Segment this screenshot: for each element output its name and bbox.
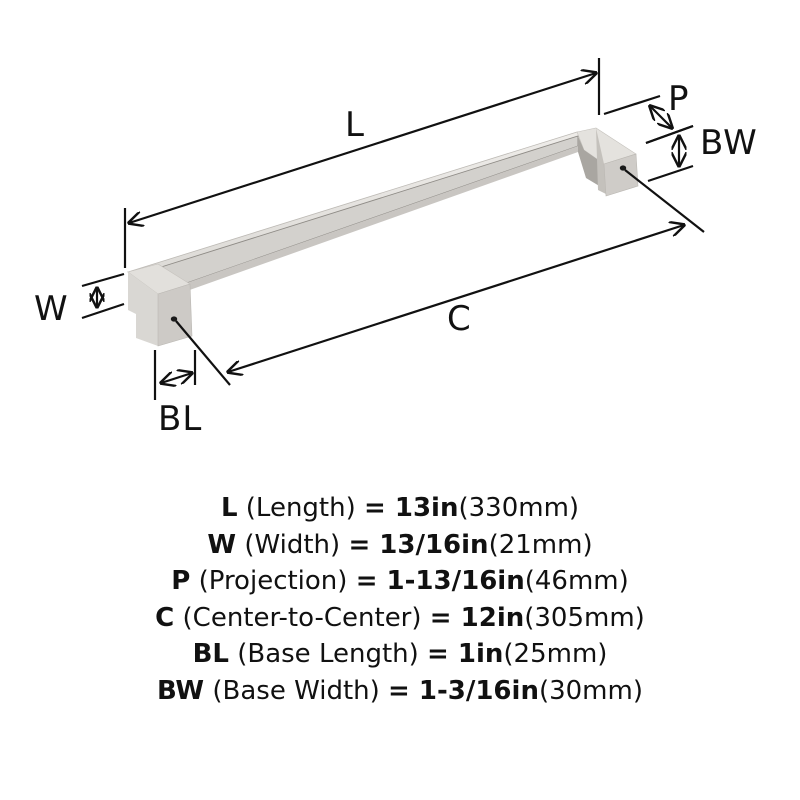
spec-metric: (46mm)	[524, 566, 629, 596]
label-P: P	[668, 79, 690, 119]
spec-center-to-center: C (Center-to-Center) = 12in(305mm)	[0, 600, 800, 637]
spec-name: (Width)	[236, 529, 349, 560]
spec-equals: =	[348, 529, 380, 560]
spec-imperial: 1in	[457, 639, 504, 669]
spec-equals: =	[364, 493, 395, 523]
dimension-diagram: L P BW W C BL	[34, 58, 758, 439]
spec-equals: =	[355, 566, 387, 596]
spec-metric: (30mm)	[538, 675, 643, 706]
label-W: W	[34, 289, 69, 329]
spec-abbr: BL	[192, 639, 229, 669]
handle-drawing	[81, 58, 705, 400]
spec-length: L (Length) = 13in(330mm)	[0, 490, 800, 527]
spec-equals: =	[427, 639, 458, 669]
label-C: C	[447, 299, 472, 339]
spec-name: (Center-to-Center)	[174, 602, 430, 633]
spec-metric: (330mm)	[458, 493, 580, 523]
spec-equals: =	[388, 675, 419, 706]
spec-abbr: L	[220, 493, 238, 523]
dimension-lines	[81, 58, 705, 400]
spec-imperial: 1-13/16in	[386, 566, 525, 596]
spec-imperial: 13/16in	[379, 529, 489, 560]
spec-width: W (Width) = 13/16in(21mm)	[0, 527, 800, 564]
spec-base-length: BL (Base Length) = 1in(25mm)	[0, 636, 800, 673]
spec-name: (Projection)	[190, 566, 356, 596]
spec-equals: =	[429, 602, 461, 633]
spec-metric: (21mm)	[488, 529, 593, 560]
spec-projection: P (Projection) = 1-13/16in(46mm)	[0, 563, 800, 600]
spec-metric: (25mm)	[503, 639, 608, 669]
spec-metric: (305mm)	[524, 602, 645, 633]
spec-name: (Base Width)	[204, 675, 389, 706]
screw-hole-left	[170, 316, 178, 322]
spec-abbr: W	[207, 529, 237, 560]
spec-imperial: 13in	[394, 493, 459, 523]
spec-abbr: P	[171, 566, 191, 596]
label-BL: BL	[158, 399, 203, 439]
spec-abbr: BW	[157, 675, 205, 706]
label-L: L	[345, 105, 365, 145]
spec-base-width: BW (Base Width) = 1-3/16in(30mm)	[0, 673, 800, 710]
spec-name: (Base Length)	[228, 639, 428, 669]
label-BW: BW	[700, 123, 758, 163]
spec-imperial: 1-3/16in	[418, 675, 539, 706]
spec-abbr: C	[155, 602, 175, 633]
handle-bar	[126, 127, 639, 347]
spec-imperial: 12in	[460, 602, 525, 633]
dimension-spec-list: L (Length) = 13in(330mm) W (Width) = 13/…	[0, 490, 800, 709]
screw-hole-right	[619, 165, 627, 171]
spec-name: (Length)	[237, 493, 365, 523]
